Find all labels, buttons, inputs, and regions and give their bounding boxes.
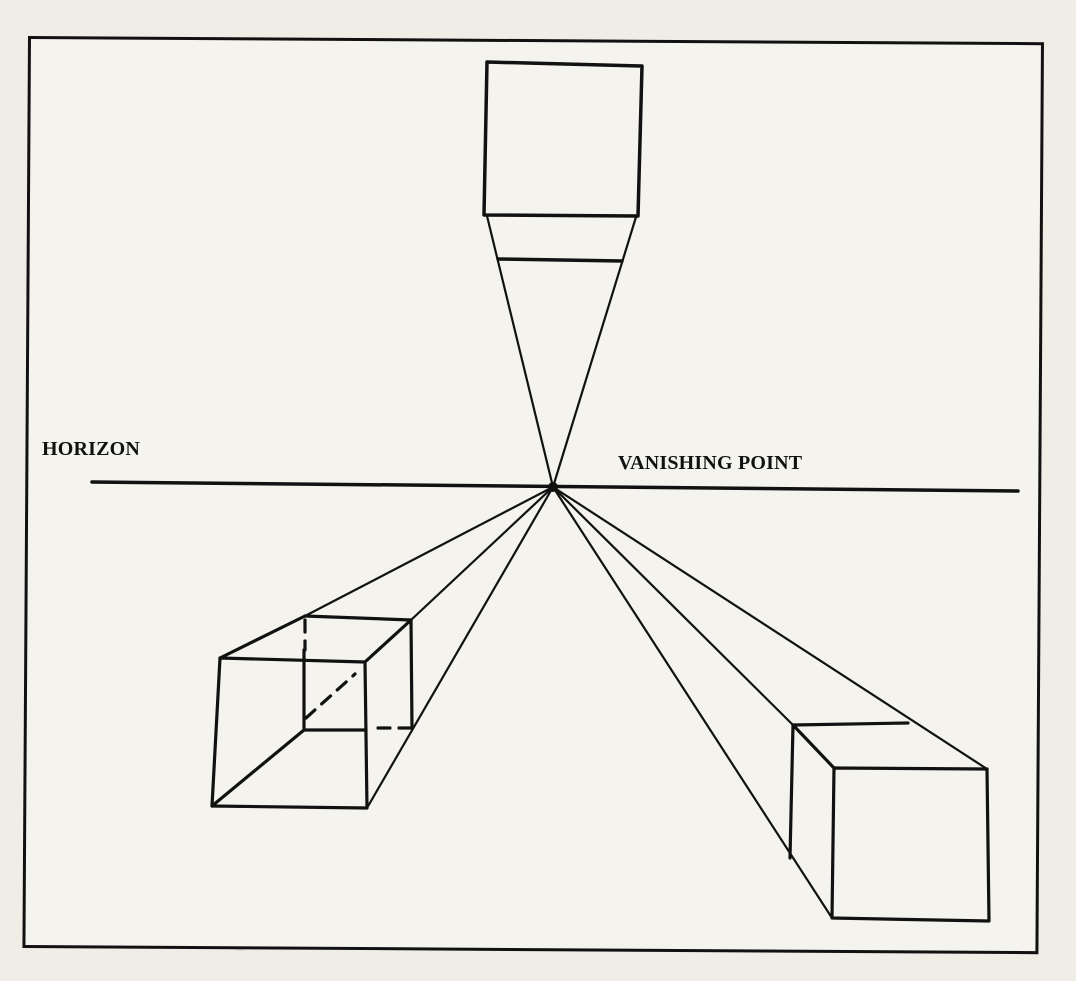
right-box <box>788 721 991 923</box>
top-box-convergence-lines <box>485 214 638 489</box>
left-box-hidden-edges <box>303 618 413 730</box>
horizon-label: HORIZON <box>42 438 141 460</box>
right-box-convergence-lines <box>551 485 989 920</box>
left-box-convergence-lines <box>303 485 555 810</box>
vanishing-point-label: VANISHING POINT <box>618 452 803 474</box>
top-box <box>482 60 644 263</box>
